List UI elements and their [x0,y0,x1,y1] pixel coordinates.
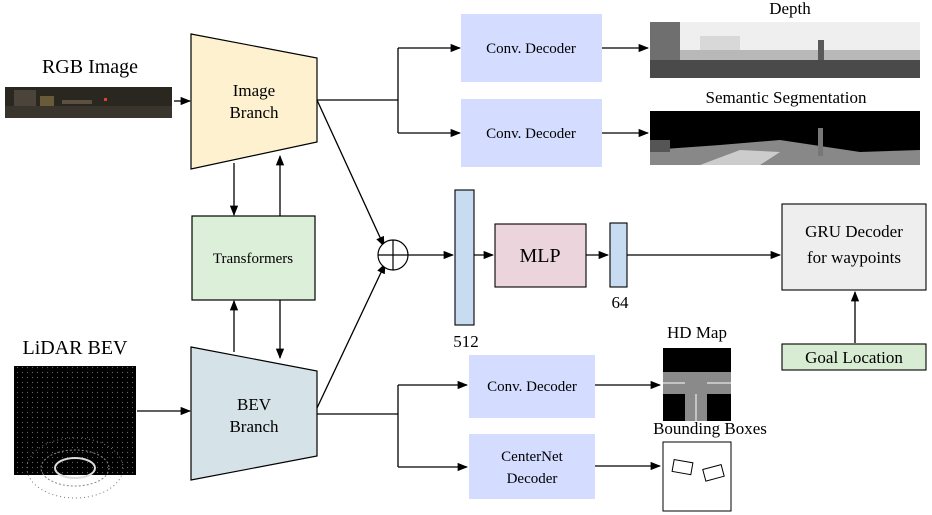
centernet-decoder-label-line2: Decoder [507,471,558,487]
lidar-bev-thumbnail [14,366,136,499]
gru-decoder-label-line1: GRU Decoder [805,222,903,241]
gru-decoder-label-line2: for waypoints [807,248,901,267]
rgb-image-label: RGB Image [42,56,138,78]
fused-feature-dim-label: 512 [453,332,479,351]
fused-feature-vector [454,189,475,326]
depth-conv-decoder: Conv. Decoder [461,14,602,82]
transformers-label: Transformers [213,251,293,267]
semantic-output-label: Semantic Segmentation [706,88,867,107]
image-branch-block: Image Branch [190,33,318,170]
depth-output-label: Depth [769,0,811,18]
arrow-image-branch-to-sum [316,99,385,247]
bev-branch-label-line1: BEV [237,395,272,414]
hdmap-conv-decoder: Conv. Decoder [469,355,595,418]
goal-location-block: Goal Location [781,343,927,371]
gru-decoder-block: GRU Decoder for waypoints [781,203,927,291]
bboxes-output-label: Bounding Boxes [653,419,767,438]
elementwise-sum-icon [377,239,409,271]
arrow-bev-branch-to-sum [316,263,386,409]
lidar-bev-label: LiDAR BEV [23,337,129,359]
centernet-decoder: CenterNet Decoder [469,434,595,499]
rgb-image-thumbnail [5,87,172,118]
image-branch-label-line2: Branch [229,103,279,122]
transformers-block: Transformers [191,215,316,301]
semantic-conv-decoder: Conv. Decoder [461,99,602,167]
hdmap-output-image [663,348,731,421]
hdmap-output-label: HD Map [667,323,727,342]
semantic-output-image [650,111,920,165]
bev-branch-block: BEV Branch [190,346,318,481]
mlp-label: MLP [519,245,560,267]
mlp-feature-dim-label: 64 [612,293,630,312]
bev-branch-label-line2: Branch [229,417,279,436]
bboxes-output-image [662,441,732,512]
depth-decoder-label: Conv. Decoder [486,41,576,57]
image-branch-label-line1: Image [233,81,275,100]
semantic-decoder-label: Conv. Decoder [486,126,576,142]
mlp-feature-vector [609,222,628,288]
goal-location-label: Goal Location [805,348,903,367]
centernet-decoder-label-line1: CenterNet [501,449,563,465]
hdmap-decoder-label: Conv. Decoder [487,379,577,395]
depth-output-image [650,22,920,78]
mlp-block: MLP [494,223,587,288]
